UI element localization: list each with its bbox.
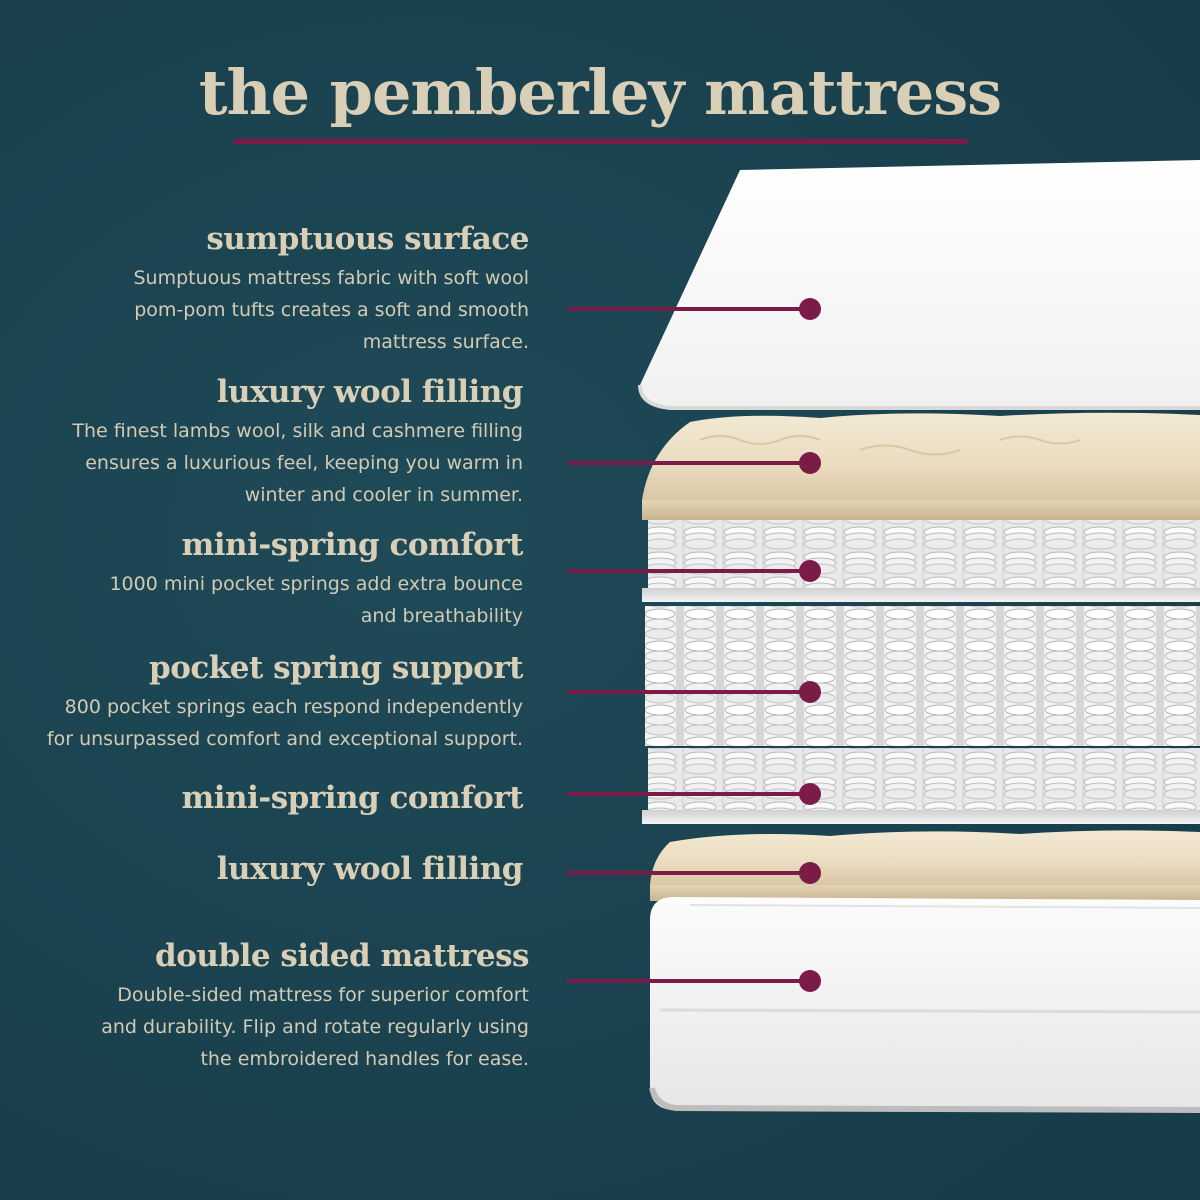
description-line: and breathability (360, 605, 523, 628)
layer-label: luxury wool filling The finest lambs woo… (72, 375, 523, 511)
surface-layer (638, 160, 1200, 410)
double-sided-base (649, 897, 1200, 1113)
layer-description: 800 pocket springs each respond independ… (47, 691, 523, 755)
description-line: 1000 mini pocket springs add extra bounc… (109, 573, 523, 596)
description-line: Double-sided mattress for superior comfo… (117, 984, 529, 1007)
layer-label: luxury wool filling (216, 851, 524, 887)
layer-description: Double-sided mattress for superior comfo… (101, 979, 529, 1075)
description-line: pom-pom tufts creates a soft and smooth (134, 299, 529, 322)
layer-heading: luxury wool filling (216, 374, 524, 410)
layer-description: 1000 mini pocket springs add extra bounc… (109, 568, 523, 632)
connector-dot (799, 681, 821, 703)
layer-label: sumptuous surface Sumptuous mattress fab… (134, 222, 530, 358)
layer-label: mini-spring comfort 1000 mini pocket spr… (109, 528, 523, 632)
description-line: mattress surface. (362, 331, 529, 354)
layer-description: The finest lambs wool, silk and cashmere… (72, 415, 523, 511)
connector-dot (799, 560, 821, 582)
description-line: for unsurpassed comfort and exceptional … (46, 728, 523, 751)
layer-heading: mini-spring comfort (181, 527, 523, 563)
connector-dot (799, 862, 821, 884)
upper-wool-layer (642, 412, 1200, 520)
layer-heading: sumptuous surface (206, 221, 529, 257)
pocket-spring-layer (645, 606, 1200, 746)
description-line: Sumptuous mattress fabric with soft wool (133, 267, 530, 290)
layer-heading: mini-spring comfort (181, 780, 523, 816)
description-line: 800 pocket springs each respond independ… (64, 696, 523, 719)
page-title: the pemberley mattress (198, 56, 1002, 129)
description-line: the embroidered handles for ease. (200, 1048, 529, 1071)
description-line: winter and cooler in summer. (244, 484, 523, 507)
connector-dot (799, 452, 821, 474)
description-line: ensures a luxurious feel, keeping you wa… (85, 452, 523, 475)
layer-heading: luxury wool filling (216, 851, 524, 887)
upper-mini-spring-layer (642, 520, 1200, 602)
layer-description: Sumptuous mattress fabric with soft wool… (134, 262, 530, 358)
lower-mini-spring-layer (642, 748, 1200, 824)
connector-dot (799, 298, 821, 320)
layer-heading: double sided mattress (155, 938, 529, 974)
title-underline (233, 139, 968, 144)
description-line: and durability. Flip and rotate regularl… (101, 1016, 529, 1039)
layer-label: pocket spring support 800 pocket springs… (47, 650, 524, 755)
connector-dot (799, 970, 821, 992)
description-line: The finest lambs wool, silk and cashmere… (72, 420, 523, 443)
layer-label: mini-spring comfort (181, 781, 523, 815)
connector-lines (567, 298, 821, 992)
lower-wool-layer (650, 830, 1200, 901)
layer-heading: pocket spring support (149, 650, 523, 686)
layer-label: double sided mattress Double-sided mattr… (101, 939, 529, 1075)
connector-dot (799, 783, 821, 805)
